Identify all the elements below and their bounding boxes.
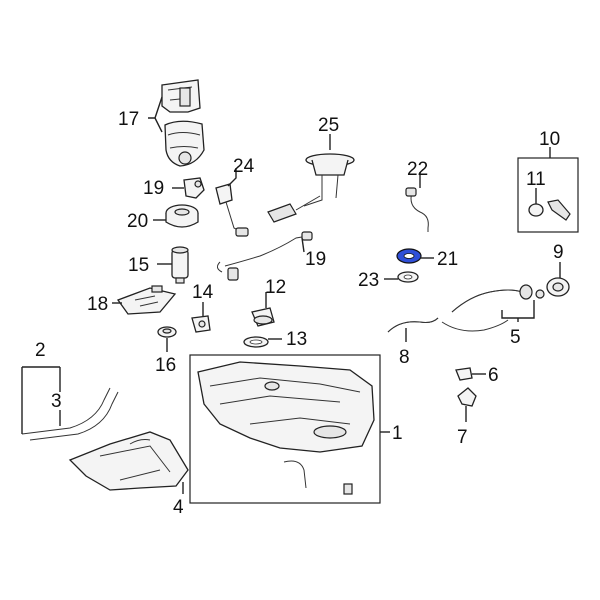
callout-25: 25: [318, 115, 339, 136]
callout-1: 1: [392, 423, 403, 444]
callout-2: 2: [35, 340, 46, 361]
callout-9: 9: [553, 242, 564, 263]
part-19-sender[interactable]: [183, 177, 205, 199]
callout-24: 24: [233, 156, 255, 177]
part-16-grommet[interactable]: [157, 326, 177, 338]
part-17-fuel-pump-module[interactable]: [161, 79, 205, 167]
callout-21: 21: [437, 249, 458, 270]
callout-13: 13: [286, 329, 307, 350]
part-22-vent-hose[interactable]: [405, 187, 429, 232]
part-15-fuel-pump[interactable]: [171, 246, 189, 284]
part-24-sender-gauge[interactable]: [215, 183, 249, 237]
part-5-filler-pipe[interactable]: [441, 284, 545, 332]
callout-4: 4: [173, 497, 184, 518]
callout-19-top: 19: [143, 178, 164, 199]
part-12-valve[interactable]: [251, 307, 275, 327]
part-13-gasket[interactable]: [243, 336, 269, 348]
part-23-seal[interactable]: [397, 271, 419, 283]
part-2-3-tank-straps[interactable]: [21, 387, 119, 441]
part-1-box: [189, 354, 381, 504]
part-7-bracket[interactable]: [457, 387, 477, 407]
part-4-tank-shield[interactable]: [68, 431, 189, 491]
callout-8: 8: [399, 347, 410, 368]
part-21-retainer-ring[interactable]: [396, 248, 422, 264]
part-20-fuel-filter[interactable]: [165, 204, 199, 228]
part-25-sending-unit[interactable]: [267, 153, 355, 223]
part-6-clip[interactable]: [455, 367, 473, 381]
callout-6: 6: [488, 365, 499, 386]
callout-16: 16: [155, 355, 176, 376]
part-8-filler-hose[interactable]: [387, 317, 439, 333]
part-9-filler-neck-cap[interactable]: [546, 277, 570, 297]
callout-5: 5: [510, 327, 521, 348]
part-10-box: [517, 157, 579, 233]
callout-15: 15: [128, 255, 149, 276]
part-14-bracket[interactable]: [191, 315, 211, 333]
part-1-fuel-tank[interactable]: [197, 361, 375, 495]
callout-17: 17: [118, 109, 139, 130]
callout-14: 14: [192, 282, 214, 303]
callout-23: 23: [358, 270, 379, 291]
callout-10: 10: [539, 129, 560, 150]
callout-11: 11: [526, 169, 546, 190]
callout-7: 7: [457, 427, 468, 448]
callout-18: 18: [87, 294, 108, 315]
part-19-wire-harness[interactable]: [216, 231, 313, 281]
callout-19-lower: 19: [305, 249, 326, 270]
callout-3: 3: [51, 391, 62, 412]
callout-20: 20: [127, 211, 148, 232]
part-18-pump-plate[interactable]: [116, 285, 177, 315]
part-11-fuel-cap[interactable]: [528, 199, 571, 221]
callout-22: 22: [407, 159, 428, 180]
callout-12: 12: [265, 277, 286, 298]
